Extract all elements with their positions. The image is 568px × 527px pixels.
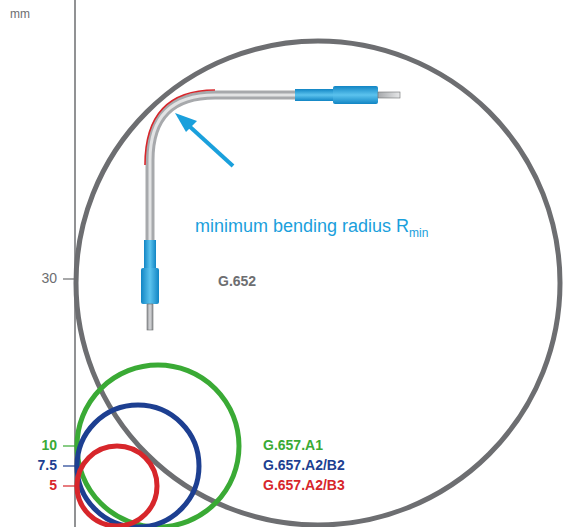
axis-value: 10	[41, 438, 57, 453]
axis-value: 5	[49, 478, 57, 493]
fiber-type-label: G.657.A2/B3	[263, 478, 345, 493]
callout-subscript: min	[409, 225, 428, 239]
connector-ferrule	[378, 92, 400, 98]
axis-unit: mm	[10, 8, 30, 21]
fiber-type-label: G.657.A2/B2	[263, 458, 345, 473]
bend-marker	[145, 90, 215, 165]
tick	[63, 465, 75, 466]
connector-boot	[144, 240, 156, 270]
connector-body	[141, 268, 159, 304]
fiber-cable	[150, 95, 300, 300]
pointer-arrowhead	[175, 113, 197, 132]
radius-circle	[77, 365, 239, 527]
radius-circle	[76, 41, 560, 525]
tick	[63, 485, 75, 486]
fiber-type-label: G.652	[218, 274, 256, 289]
tick	[63, 445, 75, 446]
connector-body	[333, 86, 378, 104]
axis-value: 7.5	[38, 458, 57, 473]
callout-text: minimum bending radius R	[195, 216, 409, 236]
connector-boot	[295, 89, 335, 101]
axis-value: 30	[41, 271, 57, 286]
callout-text: minimum bending radius Rmin	[195, 217, 428, 240]
connector-ferrule	[147, 304, 153, 330]
radius-circle	[77, 446, 157, 526]
fiber-cable-shine	[150, 95, 300, 300]
radius-circle	[77, 405, 199, 527]
fiber-type-label: G.657.A1	[263, 438, 323, 453]
pointer-arrow	[188, 125, 233, 166]
tick	[63, 278, 75, 279]
